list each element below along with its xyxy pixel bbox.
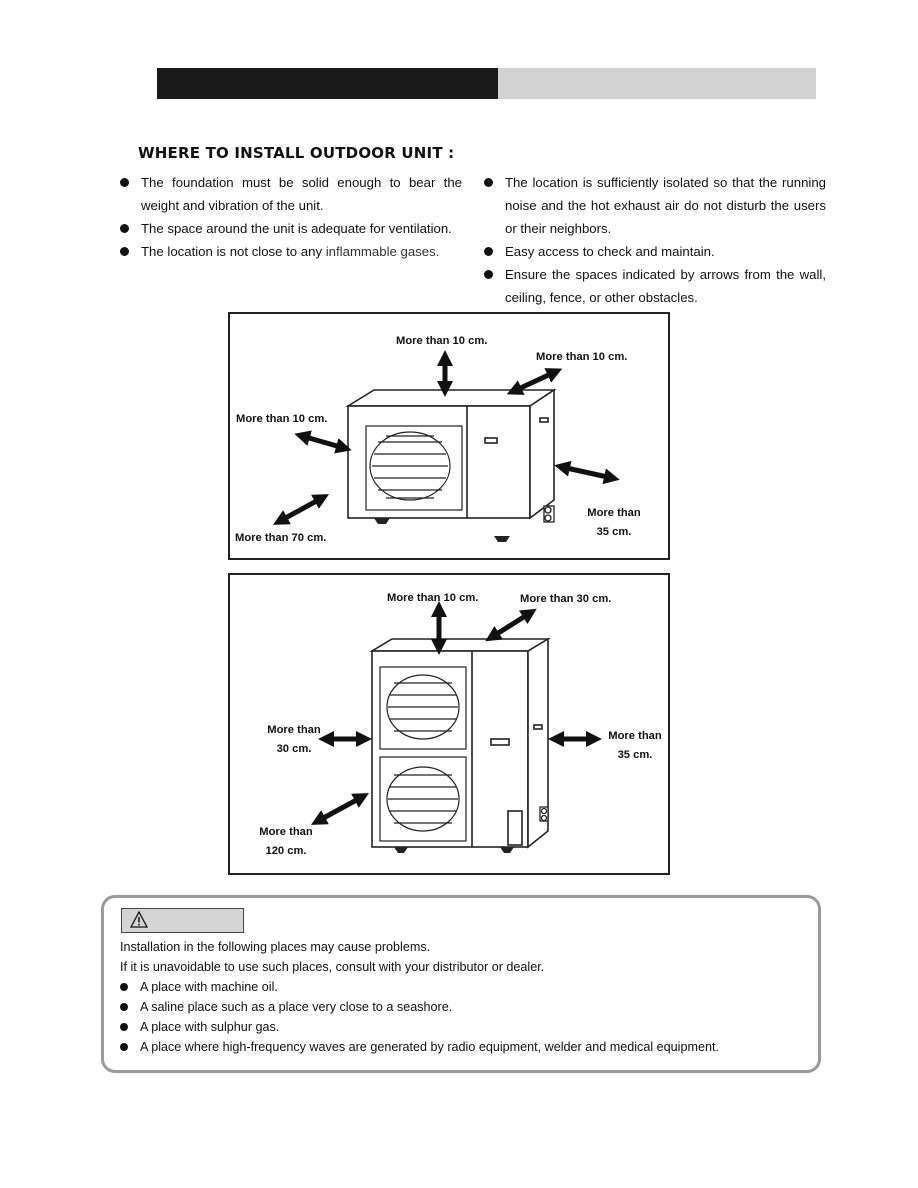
clearance-label-top: More than 10 cm. bbox=[387, 592, 479, 604]
arrow-front bbox=[310, 793, 370, 825]
clearance-label-back: More than 10 cm. bbox=[536, 351, 628, 363]
bullet-icon bbox=[120, 1023, 128, 1031]
clearance-label-right: More than 35 cm. bbox=[600, 727, 670, 765]
arrow-left bbox=[294, 430, 352, 454]
bullet-icon bbox=[120, 178, 129, 187]
list-item-text-main: The location is not close to any bbox=[141, 244, 323, 259]
left-bullet-list: The foundation must be solid enough to b… bbox=[120, 171, 462, 263]
list-item: The location is not close to any inflamm… bbox=[120, 240, 462, 263]
caution-intro-1: Installation in the following places may… bbox=[120, 940, 431, 954]
caution-tag bbox=[121, 908, 244, 933]
list-item-text: A saline place such as a place very clos… bbox=[140, 1000, 453, 1014]
bullet-icon bbox=[120, 1043, 128, 1051]
list-item-text: A place where high-frequency waves are g… bbox=[140, 1040, 719, 1054]
list-item-text: The space around the unit is adequate fo… bbox=[141, 221, 452, 236]
list-item: The foundation must be solid enough to b… bbox=[120, 171, 462, 217]
clearance-label-right: More than 35 cm. bbox=[578, 504, 650, 542]
list-item-text: A place with sulphur gas. bbox=[140, 1020, 280, 1034]
clearance-label-left: More than 10 cm. bbox=[236, 413, 328, 425]
clearance-label-left-line2: 30 cm. bbox=[276, 743, 312, 755]
bullet-icon bbox=[120, 247, 129, 256]
arrow-front bbox=[272, 494, 330, 525]
clearance-label-left: More than 30 cm. bbox=[258, 721, 330, 759]
caution-box: Installation in the following places may… bbox=[101, 895, 821, 1073]
outdoor-unit-illustration bbox=[272, 349, 620, 542]
list-item: The location is sufficiently isolated so… bbox=[484, 171, 826, 240]
bullet-icon bbox=[120, 983, 128, 991]
clearance-label-front-line2: 120 cm. bbox=[265, 845, 307, 857]
clearance-label-left-line1: More than bbox=[267, 724, 321, 736]
list-item: A place with sulphur gas. bbox=[120, 1017, 810, 1037]
bullet-icon bbox=[484, 247, 493, 256]
warning-triangle-icon bbox=[130, 911, 148, 928]
list-item: A place with machine oil. bbox=[120, 977, 810, 997]
clearance-label-right-line1: More than bbox=[587, 507, 641, 519]
arrow-right bbox=[554, 460, 620, 485]
list-item: Ensure the spaces indicated by arrows fr… bbox=[484, 263, 826, 309]
list-item: The space around the unit is adequate fo… bbox=[120, 217, 462, 240]
list-item-text: The location is sufficiently isolated so… bbox=[505, 175, 826, 236]
list-item-text-tail: inflammable gases. bbox=[325, 244, 440, 259]
clearance-diagram-single-fan: More than 10 cm. More than 10 cm. More t… bbox=[228, 312, 670, 560]
clearance-label-right-line2: 35 cm. bbox=[617, 749, 653, 761]
outdoor-unit-illustration bbox=[310, 600, 603, 853]
list-item-text: The location is not close to any inflamm… bbox=[141, 240, 462, 263]
arrow-back bbox=[506, 368, 563, 395]
list-item-text: Easy access to check and maintain. bbox=[505, 244, 715, 259]
clearance-label-back: More than 30 cm. bbox=[520, 593, 612, 605]
clearance-label-front-line1: More than bbox=[259, 826, 313, 838]
caution-intro-2: If it is unavoidable to use such places,… bbox=[120, 960, 545, 974]
section-title: WHERE TO INSTALL OUTDOOR UNIT : bbox=[138, 144, 455, 162]
clearance-label-top: More than 10 cm. bbox=[396, 335, 488, 347]
bullet-icon bbox=[484, 270, 493, 279]
clearance-label-right-line2: 35 cm. bbox=[596, 526, 632, 538]
clearance-label-right-line1: More than bbox=[608, 730, 662, 742]
right-bullet-list: The location is sufficiently isolated so… bbox=[484, 171, 826, 309]
header-bar-dark bbox=[157, 68, 498, 99]
list-item-text: A place with machine oil. bbox=[140, 980, 278, 994]
list-item: Easy access to check and maintain. bbox=[484, 240, 826, 263]
bullet-icon bbox=[120, 224, 129, 233]
clearance-label-front: More than 120 cm. bbox=[250, 823, 322, 861]
bullet-icon bbox=[120, 1003, 128, 1011]
list-item-text: The foundation must be solid enough to b… bbox=[141, 175, 462, 213]
clearance-diagram-dual-fan: More than 10 cm. More than 30 cm. More t… bbox=[228, 573, 670, 875]
clearance-label-front: More than 70 cm. bbox=[235, 532, 327, 544]
bullet-icon bbox=[484, 178, 493, 187]
list-item: A saline place such as a place very clos… bbox=[120, 997, 810, 1017]
list-item-text: Ensure the spaces indicated by arrows fr… bbox=[505, 267, 826, 305]
list-item: A place where high-frequency waves are g… bbox=[120, 1037, 810, 1057]
arrow-back bbox=[485, 608, 537, 642]
caution-body: Installation in the following places may… bbox=[120, 937, 810, 1057]
header-bar-light bbox=[498, 68, 816, 99]
